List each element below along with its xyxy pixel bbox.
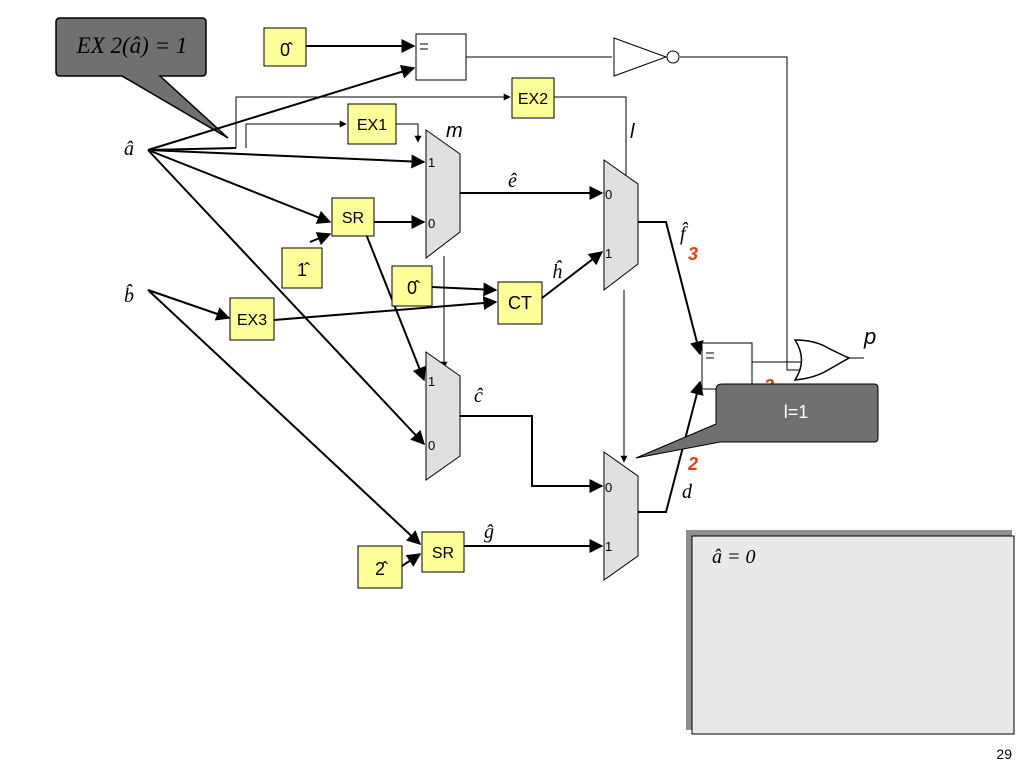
- thick-wires: [147, 39, 704, 567]
- or-gate: [793, 339, 851, 381]
- signal-p-label: p: [863, 324, 876, 349]
- note-callout-text: l=1: [784, 402, 809, 422]
- mux-upper-right: [603, 159, 639, 292]
- signal-m-label: m: [446, 120, 463, 142]
- sr-upper-block: SR: [331, 197, 375, 237]
- signal-d-label: d: [682, 481, 693, 503]
- mux-lower-left: [425, 351, 461, 481]
- count-f: 3: [688, 244, 698, 264]
- ex3-block: EX3: [229, 297, 275, 341]
- mux-lower-right-input-0: 0: [605, 480, 612, 495]
- thin-wires: [235, 56, 864, 463]
- formula-callout-text: EX 2(â) = 1: [76, 33, 188, 58]
- const-zero-mid-label: 0̂: [407, 278, 420, 298]
- page-number: 29: [996, 746, 1012, 762]
- signal-g-label: ĝ: [484, 521, 494, 543]
- signal-c-label: ĉ: [474, 385, 484, 407]
- input-a-label: â: [124, 138, 134, 160]
- ex2-block-label: EX2: [518, 91, 548, 108]
- sr-upper-block-label: SR: [342, 210, 364, 227]
- info-panel: â = 0: [686, 530, 1015, 735]
- formula-callout: EX 2(â) = 1: [55, 17, 229, 139]
- mux-lower-right-input-1: 1: [605, 539, 612, 554]
- const-one-label: 1̂: [297, 260, 310, 280]
- mux-lower-right: [603, 451, 639, 581]
- mux-upper-left-input-1: 1: [428, 155, 435, 170]
- const-two-label: 2̂: [375, 559, 388, 579]
- sr-lower-block-label: SR: [432, 545, 454, 562]
- equality-comparator-bottom: [701, 342, 753, 390]
- const-zero-top-label: 0̂: [280, 40, 293, 60]
- mux-upper-right-input-0: 0: [605, 187, 612, 202]
- note-callout: l=1: [635, 383, 879, 459]
- const-two: 2̂: [357, 545, 403, 589]
- not-gate: [613, 37, 680, 77]
- ex1-block: EX1: [347, 103, 397, 145]
- mux-upper-left-input-0: 0: [428, 216, 435, 231]
- count-d: 2: [687, 454, 698, 474]
- signal-l-label: l: [630, 121, 635, 143]
- mux-upper-right-input-1: 1: [605, 246, 612, 261]
- signal-f-label: f̂: [680, 221, 689, 245]
- sr-lower-block: SR: [421, 531, 465, 573]
- ex2-block: EX2: [511, 77, 555, 119]
- mux-lower-left-input-1: 1: [428, 374, 435, 389]
- ct-block: CT: [497, 281, 543, 325]
- ct-block-label: CT: [508, 293, 532, 313]
- ex1-block-label: EX1: [357, 117, 387, 134]
- signal-h-label: ĥ: [552, 259, 563, 283]
- mux-upper-left: [425, 129, 461, 260]
- signal-e-label: ê: [508, 170, 517, 192]
- input-b-label: b̂: [124, 283, 134, 307]
- info-panel-text: â = 0: [712, 546, 756, 568]
- equality-comparator-top: [415, 33, 467, 81]
- mux-lower-left-input-0: 0: [428, 438, 435, 453]
- ex3-block-label: EX3: [237, 312, 267, 329]
- const-zero-mid: 0̂: [391, 265, 433, 307]
- const-one: 1̂: [281, 247, 323, 289]
- const-zero-top: 0̂: [263, 27, 307, 67]
